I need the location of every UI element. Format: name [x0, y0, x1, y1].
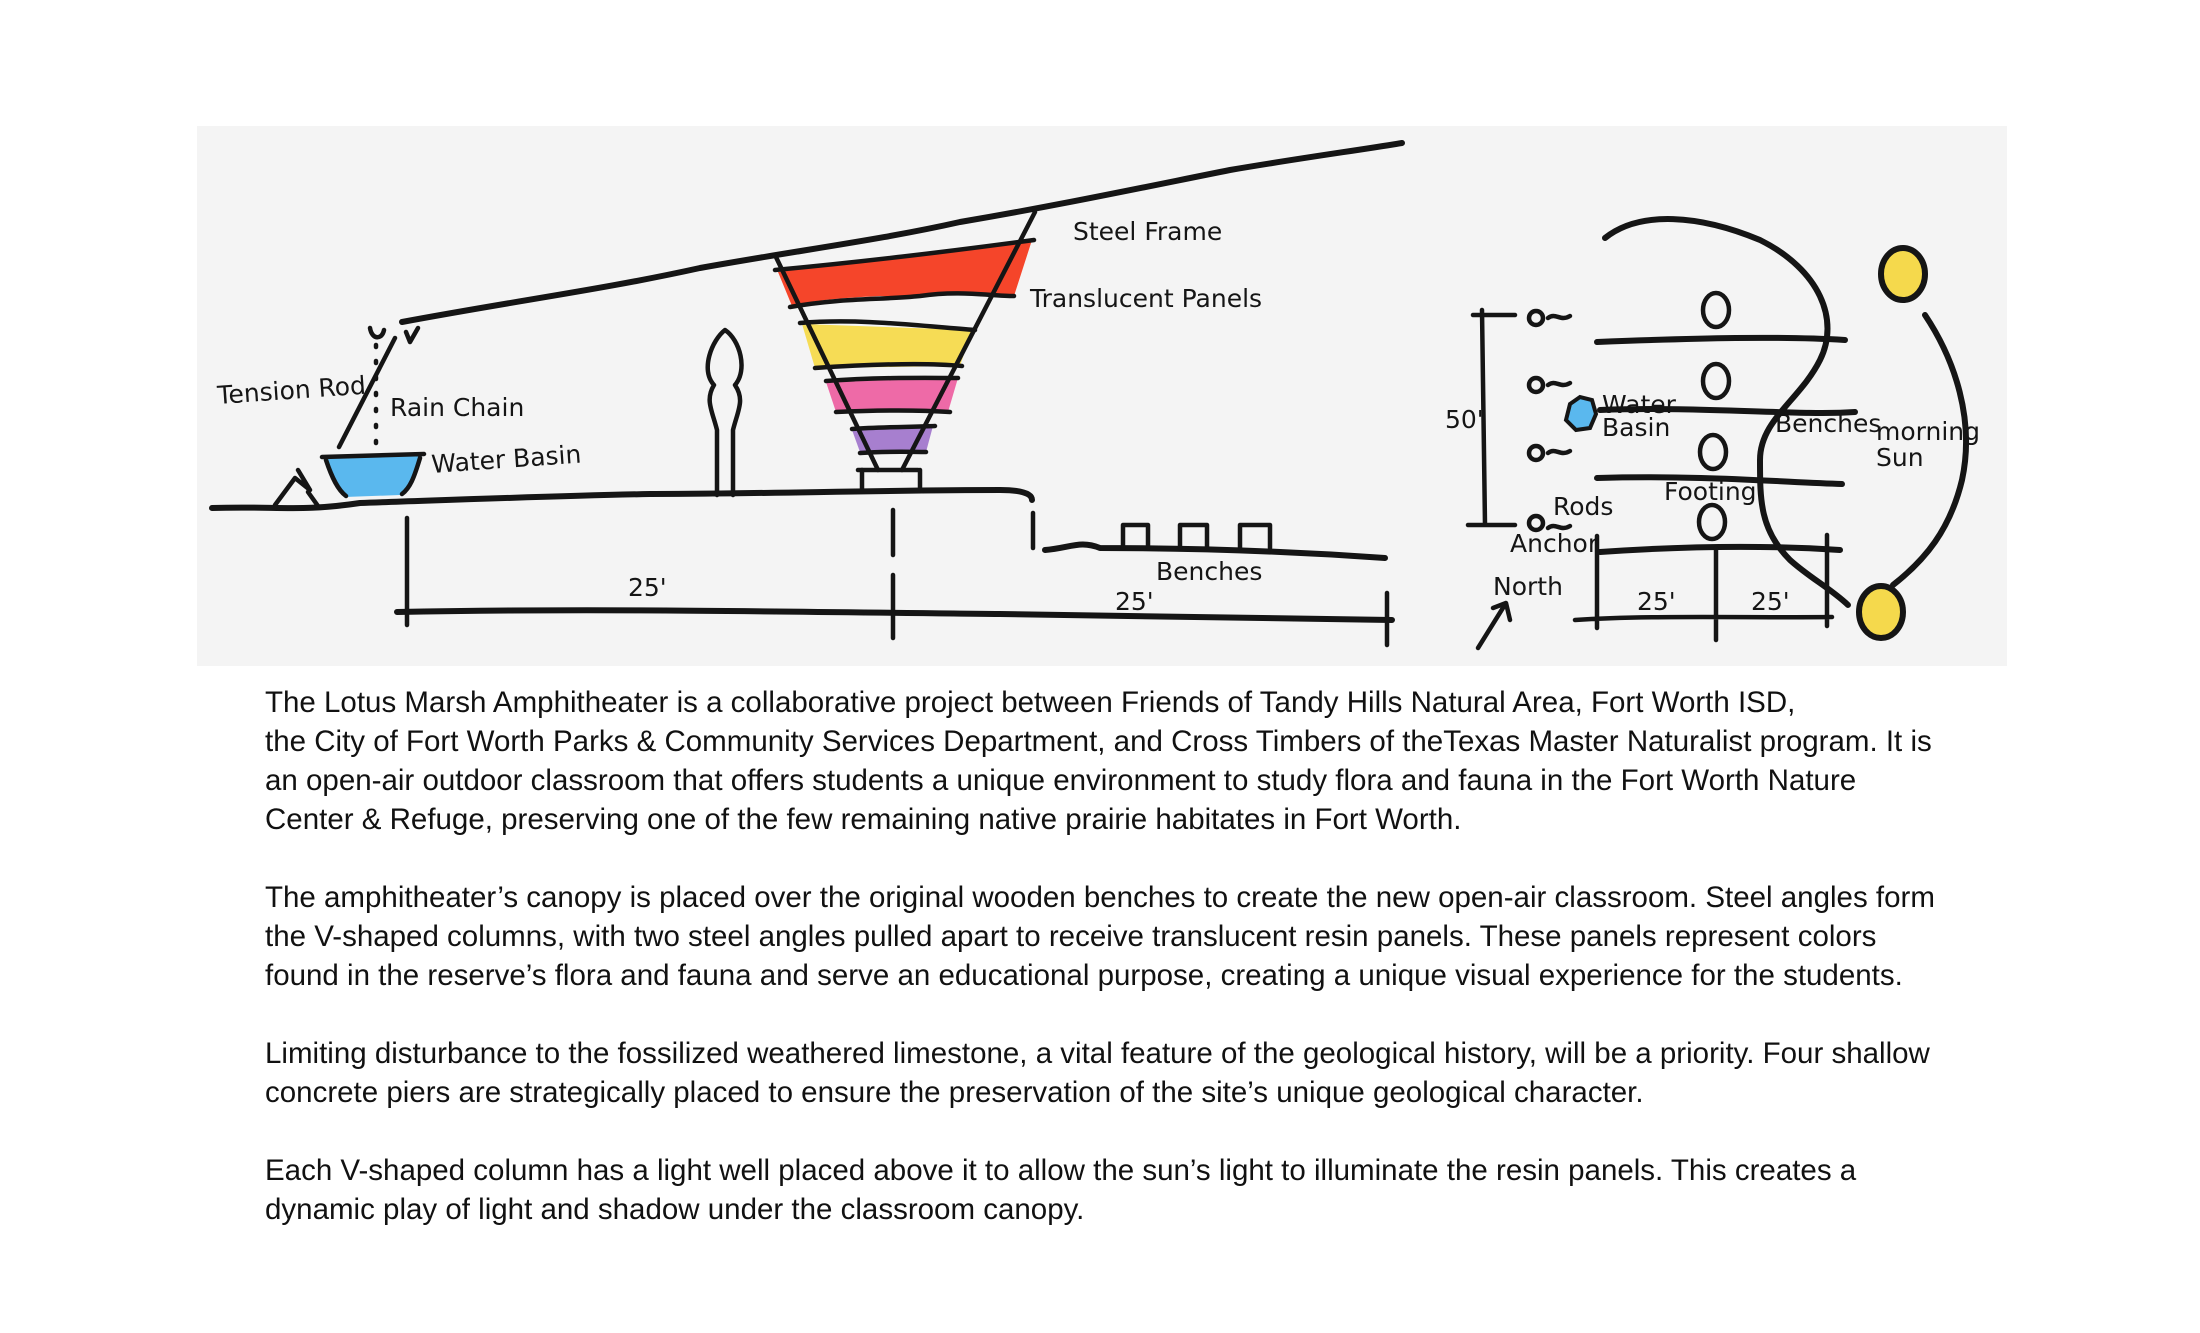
label-benches: Benches [1156, 557, 1262, 586]
ground-line [209, 487, 1035, 512]
dimension-ticks [404, 507, 1390, 648]
steel-frame [772, 209, 1038, 493]
anchor-rods [1526, 308, 1573, 533]
label-translucent-panels: Translucent Panels [1029, 284, 1262, 313]
plan-label-morning: morning [1876, 417, 1980, 446]
water-basin-outline [319, 451, 427, 499]
text-line: the V-shaped columns, with two steel ang… [265, 920, 1877, 953]
benches-curve [1602, 216, 1851, 608]
text-line: Each V-shaped column has a light well pl… [265, 1154, 1857, 1187]
dimension-label-left: 25' [628, 573, 667, 602]
label-rain-chain: Rain Chain [390, 393, 524, 422]
sun-path-arc [1890, 312, 1970, 588]
project-description: The Lotus Marsh Amphitheater is a collab… [265, 683, 2200, 1268]
dimension-label-right: 25' [1115, 587, 1154, 616]
text-line: the City of Fort Worth Parks & Community… [265, 725, 1932, 758]
plan-label-footing: Footing [1664, 477, 1757, 506]
plan-bottom-dimension [1572, 532, 1835, 643]
plan-drawing: 50' Water Basin Benches morning Sun Foot… [1445, 216, 1980, 651]
tension-rod [336, 335, 398, 450]
plan-label-sun: Sun [1876, 443, 1924, 472]
text-line: found in the reserve’s flora and fauna a… [265, 959, 1903, 992]
paragraph-light-well: Each V-shaped column has a light well pl… [265, 1151, 2200, 1229]
north-arrow-icon [1475, 600, 1513, 651]
sketch-background [197, 126, 2007, 666]
plan-label-height: 50' [1445, 405, 1484, 434]
plan-height-dimension [1465, 307, 1518, 528]
benches-section [1120, 522, 1273, 551]
sun-bottom [1856, 583, 1906, 641]
dimension-line [394, 607, 1395, 623]
anchor [272, 467, 321, 509]
plan-label-north: North [1493, 572, 1563, 601]
section-drawing: Steel Frame Translucent Panels Tension R… [209, 140, 1405, 648]
footings [1696, 290, 1732, 542]
gutter [367, 325, 421, 345]
person-figure [705, 327, 744, 498]
panel-yellow [802, 324, 972, 368]
text-line: concrete piers are strategically placed … [265, 1076, 1644, 1109]
plan-water-basin [1563, 394, 1599, 433]
plan-rows [1594, 334, 1858, 555]
plan-label-benches: Benches [1775, 409, 1881, 438]
text-line: The amphitheater’s canopy is placed over… [265, 881, 1935, 914]
paragraph-intro: The Lotus Marsh Amphitheater is a collab… [265, 683, 2200, 839]
plan-dim-label-right: 25' [1751, 587, 1790, 616]
canopy-roof-line [399, 140, 1405, 325]
text-line: The Lotus Marsh Amphitheater is a collab… [265, 686, 1796, 719]
bench-ground-line [1042, 541, 1388, 561]
text-line: Center & Refuge, preserving one of the f… [265, 803, 1462, 836]
text-line: dynamic play of light and shadow under t… [265, 1193, 1085, 1226]
text-line: an open-air outdoor classroom that offer… [265, 764, 1857, 797]
panel-pink [826, 378, 958, 412]
plan-label-basin: Basin [1602, 413, 1670, 442]
label-steel-frame: Steel Frame [1073, 217, 1222, 246]
plan-label-water: Water [1602, 390, 1677, 419]
plan-label-anchor: Anchor [1510, 529, 1599, 558]
paragraph-limestone: Limiting disturbance to the fossilized w… [265, 1034, 2200, 1112]
text-line: Limiting disturbance to the fossilized w… [265, 1037, 1930, 1070]
plan-dim-label-left: 25' [1637, 587, 1676, 616]
water-basin-fill [325, 456, 422, 497]
plan-label-rods: Rods [1553, 492, 1613, 521]
paragraph-canopy: The amphitheater’s canopy is placed over… [265, 878, 2200, 995]
panel-red [778, 240, 1032, 306]
sun-top [1878, 245, 1928, 303]
